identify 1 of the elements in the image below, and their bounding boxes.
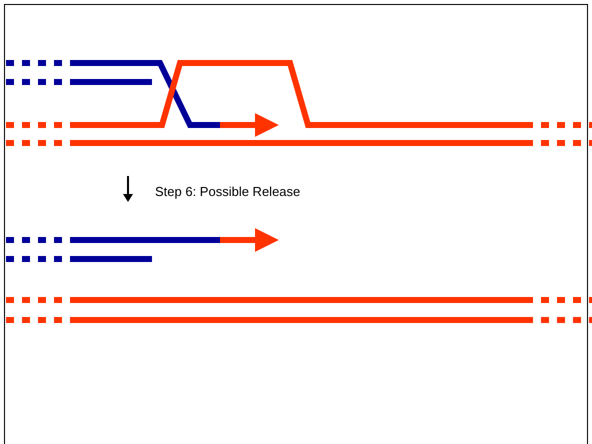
step-caption: Step 6: Possible Release — [155, 184, 300, 199]
